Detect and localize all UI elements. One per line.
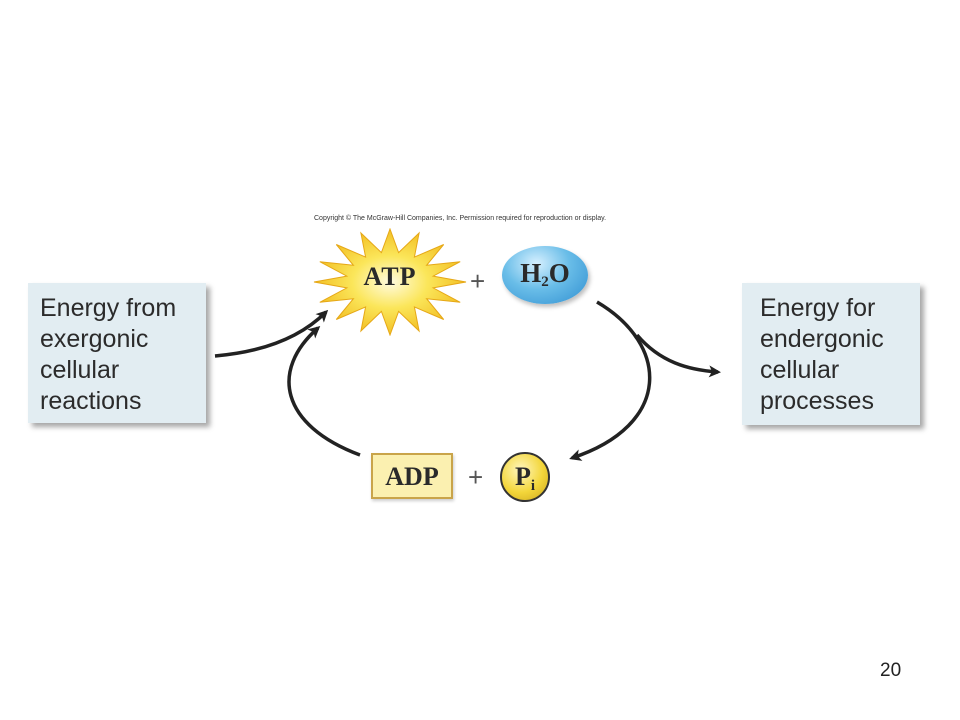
phosphate-subscript: i	[530, 478, 536, 494]
atp-burst-shape	[313, 228, 467, 336]
endergonic-line-4: processes	[760, 387, 874, 415]
plus-sign-top: +	[470, 266, 486, 296]
adp-node: ADP	[371, 453, 453, 499]
water-label: H2O	[502, 258, 588, 291]
arrow-energy-output	[635, 333, 721, 378]
water-h: H	[520, 258, 542, 288]
phosphate-p: P	[514, 462, 531, 491]
endergonic-line-1: Energy for	[760, 294, 876, 322]
endergonic-line-3: cellular	[760, 356, 840, 384]
copyright-notice: Copyright © The McGraw-Hill Companies, I…	[314, 215, 607, 222]
atp-node: ATP	[312, 228, 468, 336]
exergonic-line-1: Energy from	[40, 294, 177, 322]
phosphate-node: Pi	[500, 452, 550, 502]
endergonic-line-2: endergonic	[760, 325, 884, 353]
water-molecule: H2O	[502, 246, 588, 304]
phosphate-label: Pi	[502, 462, 548, 495]
page-number: 20	[880, 660, 902, 681]
exergonic-line-2: exergonic	[40, 325, 149, 353]
exergonic-line-4: reactions	[40, 387, 142, 415]
atp-label: ATP	[363, 262, 417, 291]
plus-sign-bottom: +	[468, 462, 484, 492]
water-subscript: 2	[541, 274, 549, 290]
arrow-atp-to-adp	[569, 300, 652, 461]
arrow-adp-to-atp	[287, 326, 361, 457]
starburst-icon	[313, 228, 467, 336]
adp-label: ADP	[385, 462, 439, 491]
arrow-energy-input	[214, 309, 329, 358]
exergonic-energy-box: Energy from exergonic cellular reactions	[28, 283, 206, 423]
endergonic-energy-box: Energy for endergonic cellular processes	[742, 283, 920, 425]
water-o: O	[548, 258, 570, 288]
exergonic-line-3: cellular	[40, 356, 120, 384]
